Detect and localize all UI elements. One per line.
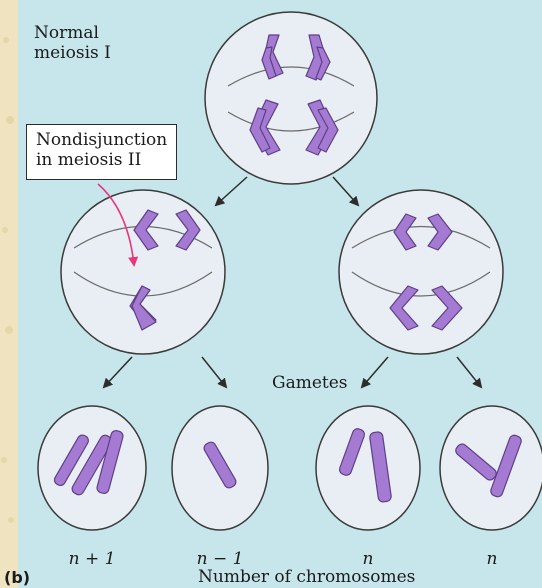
- cell-meiosis-ii-left: [61, 184, 225, 354]
- gamete-2: [172, 406, 268, 530]
- gamete-count-label: n + 1: [69, 549, 116, 569]
- cell-meiosis-i: [205, 12, 377, 184]
- gamete-1: [38, 406, 146, 530]
- gamete-3: [316, 406, 420, 530]
- normal-meiosis-label: Normal meiosis I: [34, 23, 111, 64]
- nondisjunction-label: Nondisjunction in meiosis II: [36, 130, 167, 171]
- number-of-chromosomes-label: Number of chromosomes: [198, 567, 415, 587]
- gamete-count-label: n − 1: [197, 549, 244, 569]
- cell-meiosis-ii-right: [339, 190, 503, 354]
- gamete-count-label: n: [487, 549, 498, 569]
- callout-box: Nondisjunction in meiosis II: [26, 124, 177, 180]
- part-label: (b): [4, 568, 30, 587]
- gametes-label: Gametes: [272, 373, 348, 393]
- gamete-count-label: n: [363, 549, 374, 569]
- gamete-4: [440, 406, 542, 530]
